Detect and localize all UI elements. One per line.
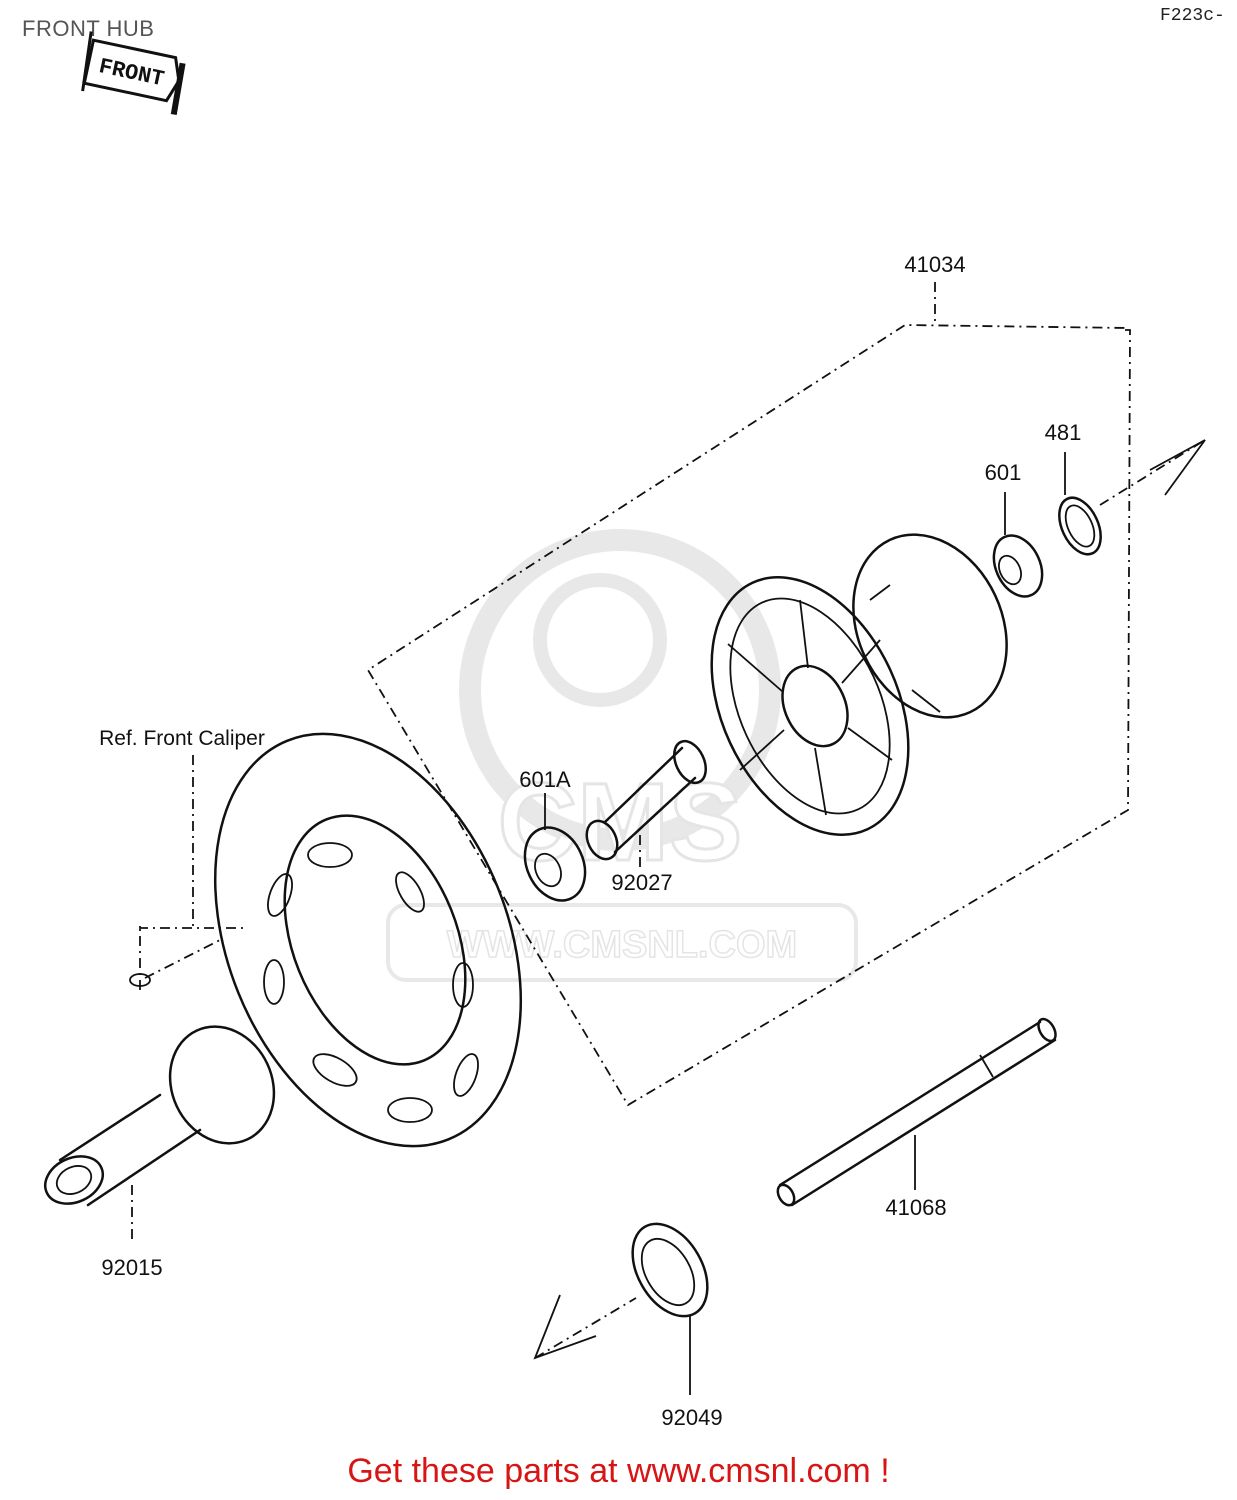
part-label-41068: 41068 — [885, 1195, 946, 1220]
part-label-92027: 92027 — [611, 870, 672, 895]
watermark-logo-icon: CMS — [459, 529, 781, 886]
caliper-ref-line — [144, 939, 221, 979]
oil-seal-92049 — [631, 1222, 709, 1318]
hub-assembly — [710, 533, 1008, 836]
front-direction-marker: FRONT — [81, 31, 186, 115]
spacer-92027 — [585, 739, 707, 861]
caliper-ref-bracket — [139, 925, 245, 990]
part-label-92049: 92049 — [661, 1405, 722, 1430]
collar-92015 — [44, 1025, 276, 1207]
caliper-reference-note: Ref. Front Caliper — [99, 727, 265, 750]
axle-41068 — [776, 1017, 1057, 1207]
part-label-92015: 92015 — [101, 1255, 162, 1280]
axis-line-upper — [1099, 439, 1206, 506]
watermark: CMS WWW.CMSNL.COM — [386, 529, 858, 982]
bearing-601a — [523, 826, 587, 902]
assembly-bracket-41034 — [366, 324, 1131, 1107]
axis-line-lower — [534, 1297, 637, 1359]
axis-arrow-upper-icon — [1149, 439, 1206, 496]
diagram-reference-code: F223c- — [1160, 6, 1225, 26]
circlip-481 — [1058, 496, 1102, 556]
bearing-601 — [992, 534, 1044, 598]
caliper-ref-bolt — [129, 973, 151, 987]
page-title: FRONT HUB — [22, 16, 155, 41]
watermark-url: WWW.CMSNL.COM — [447, 924, 797, 966]
part-label-41034: 41034 — [904, 252, 965, 277]
brake-disc — [213, 732, 523, 1148]
watermark-banner — [386, 903, 858, 982]
part-label-601a: 601A — [519, 767, 571, 792]
footer-cta-link[interactable]: Get these parts at www.cmsnl.com ! — [347, 1452, 890, 1490]
part-label-481: 481 — [1045, 420, 1082, 445]
axis-arrow-lower-icon — [533, 1294, 597, 1360]
part-label-601: 601 — [985, 460, 1022, 485]
